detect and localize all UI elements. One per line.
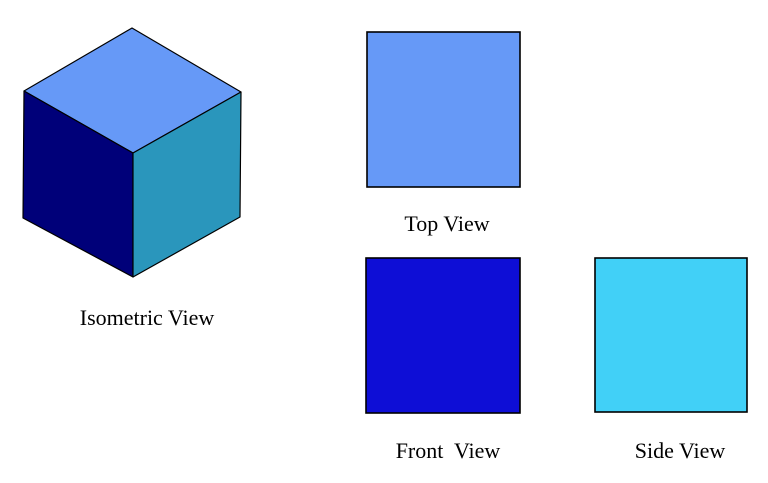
side-view-label: Side View [634,438,726,463]
top-view-label: Top View [404,211,490,236]
isometric-cube [22,27,242,278]
front-view-label: Front View [395,438,501,463]
cube-right-face [132,91,242,278]
top-view-square [366,31,521,188]
side-view-square [594,257,748,413]
front-view-square [365,257,521,414]
isometric-view-label: Isometric View [79,305,215,330]
